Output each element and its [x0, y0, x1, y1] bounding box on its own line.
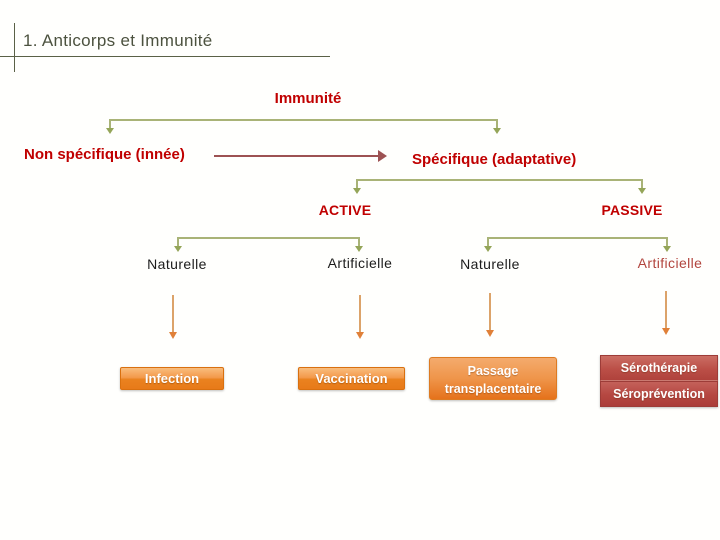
connector-active-right-arrowhead: [355, 246, 363, 252]
connector-root-right-stub: [496, 119, 498, 128]
title-vertical-rule: [14, 23, 15, 72]
arrow-artificielle-passive-line: [665, 291, 667, 329]
arrow-naturelle-passive-head: [486, 330, 494, 337]
node-passive-artificielle: Artificielle: [637, 255, 703, 271]
connector-root-left-stub: [109, 119, 111, 128]
node-passive: PASSIVE: [601, 202, 663, 218]
box-infection: Infection: [120, 367, 224, 390]
arrow-artificielle-passive-head: [662, 328, 670, 335]
node-active-naturelle: Naturelle: [147, 256, 207, 272]
node-non-specifique: Non spécifique (innée): [24, 146, 185, 163]
connector-passive-right-arrowhead: [663, 246, 671, 252]
connector-passive-horizontal: [487, 237, 668, 239]
arrow-naturelle-active-line: [172, 295, 174, 333]
node-immunite: Immunité: [274, 90, 342, 107]
node-passive-naturelle: Naturelle: [460, 256, 520, 272]
arrow-artificielle-active-line: [359, 295, 361, 333]
connector-specifique-right-stub: [641, 179, 643, 188]
title-underline: [0, 56, 330, 57]
node-active-artificielle: Artificielle: [327, 255, 393, 271]
arrow-naturelle-passive-line: [489, 293, 491, 331]
connector-passive-left-arrowhead: [484, 246, 492, 252]
connector-passive-left-stub: [487, 237, 489, 246]
arrow-naturelle-active-head: [169, 332, 177, 339]
connector-passive-right-stub: [666, 237, 668, 246]
connector-specifique-left-arrowhead: [353, 188, 361, 194]
connector-active-left-arrowhead: [174, 246, 182, 252]
arrow-innee-to-adaptative-head: [378, 150, 387, 162]
connector-specifique-left-stub: [356, 179, 358, 188]
connector-specifique-right-arrowhead: [638, 188, 646, 194]
arrow-artificielle-active-head: [356, 332, 364, 339]
box-seroprevention: Séroprévention: [600, 381, 718, 407]
connector-active-horizontal: [177, 237, 360, 239]
connector-active-left-stub: [177, 237, 179, 246]
node-active: ACTIVE: [318, 202, 372, 218]
node-specifique: Spécifique (adaptative): [412, 151, 577, 168]
connector-active-right-stub: [358, 237, 360, 246]
connector-root-right-arrowhead: [493, 128, 501, 134]
page-title: 1. Anticorps et Immunité: [23, 31, 213, 50]
connector-specifique-horizontal: [356, 179, 643, 181]
box-vaccination: Vaccination: [298, 367, 405, 390]
box-serotherapie: Sérothérapie: [600, 355, 718, 381]
connector-root-horizontal: [109, 119, 498, 121]
box-passage-transplacentaire: Passage transplacentaire: [429, 357, 557, 400]
arrow-innee-to-adaptative-line: [214, 155, 379, 157]
connector-root-left-arrowhead: [106, 128, 114, 134]
